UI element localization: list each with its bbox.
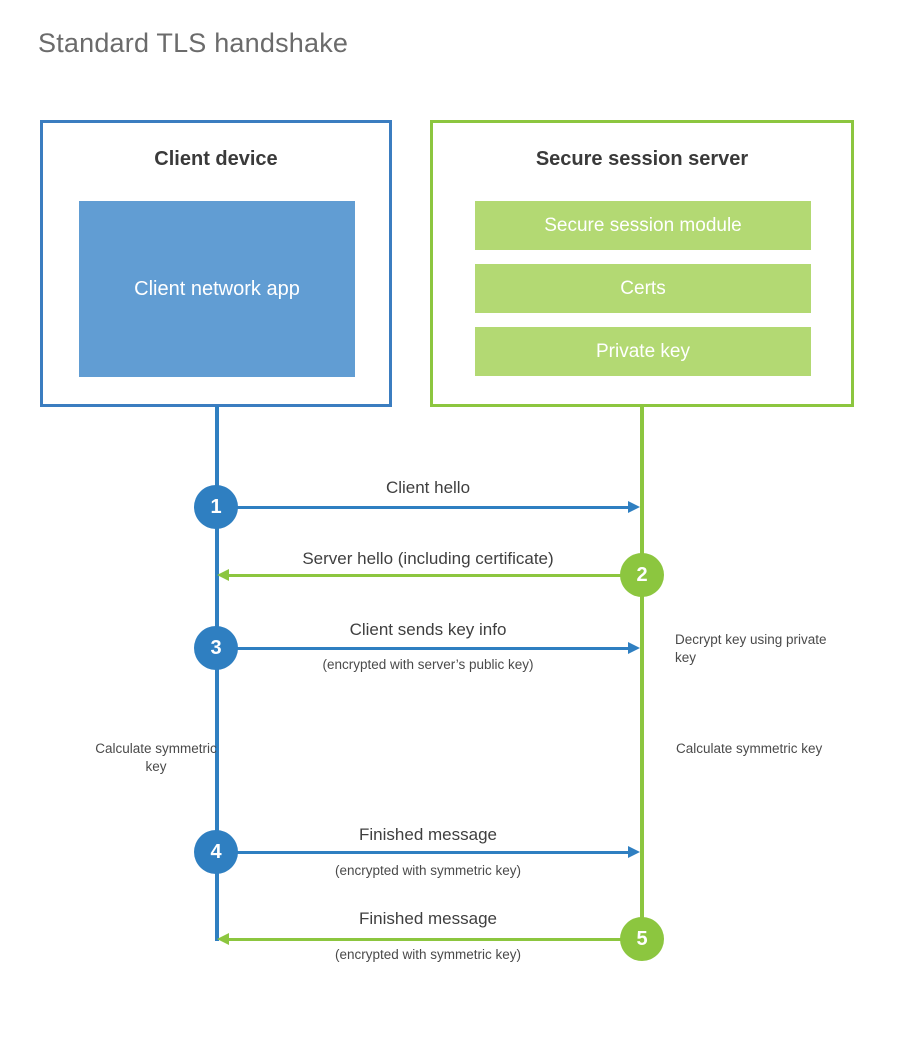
step-1-marker[interactable]: 1 — [194, 485, 238, 529]
arrow-head-left-icon — [217, 933, 229, 945]
page-title: Standard TLS handshake — [38, 28, 349, 58]
server-calculate-symmetric-key-note: Calculate symmetric key — [676, 741, 823, 756]
arrow-head-right-icon — [628, 501, 640, 513]
secure-session-server-box: Secure session server Secure session mod… — [430, 120, 854, 407]
step-3-marker[interactable]: 3 — [194, 626, 238, 670]
server-component-secure-session-module: Secure session module — [475, 201, 811, 250]
client-lifeline — [215, 406, 219, 941]
step-5-sublabel: (encrypted with symmetric key) — [334, 947, 522, 962]
server-lifeline — [640, 406, 644, 940]
decrypt-key-note: Decrypt key using private key — [675, 632, 827, 666]
step-4-sublabel: (encrypted with symmetric key) — [334, 863, 522, 878]
step-2-marker[interactable]: 2 — [620, 553, 664, 597]
step-2-arrow — [217, 569, 640, 581]
client-network-app-block: Client network app — [79, 201, 355, 377]
client-device-box: Client device Client network app — [40, 120, 392, 407]
step-3-sublabel: (encrypted with server’s public key) — [322, 657, 534, 672]
step-4-arrow — [217, 846, 640, 858]
client-device-heading: Client device — [154, 148, 278, 170]
step-2-label: Server hello (including certificate) — [302, 549, 554, 568]
step-4-marker[interactable]: 4 — [194, 830, 238, 874]
step-1-label: Client hello — [385, 478, 471, 497]
secure-session-server-heading: Secure session server — [535, 148, 749, 170]
arrow-head-right-icon — [628, 846, 640, 858]
step-3-label: Client sends key info — [349, 620, 507, 639]
step-5-marker[interactable]: 5 — [620, 917, 664, 961]
step-5-arrow — [217, 933, 640, 945]
step-3-arrow — [217, 642, 640, 654]
step-4-label: Finished message — [359, 825, 497, 844]
server-component-certs: Certs — [475, 264, 811, 313]
step-1-arrow — [217, 501, 640, 513]
server-component-list: Secure session module Certs Private key — [475, 201, 811, 376]
client-calculate-symmetric-key-note: Calculate symmetric key — [95, 741, 217, 775]
server-component-private-key: Private key — [475, 327, 811, 376]
arrow-head-left-icon — [217, 569, 229, 581]
arrow-head-right-icon — [628, 642, 640, 654]
step-5-label: Finished message — [359, 909, 497, 928]
